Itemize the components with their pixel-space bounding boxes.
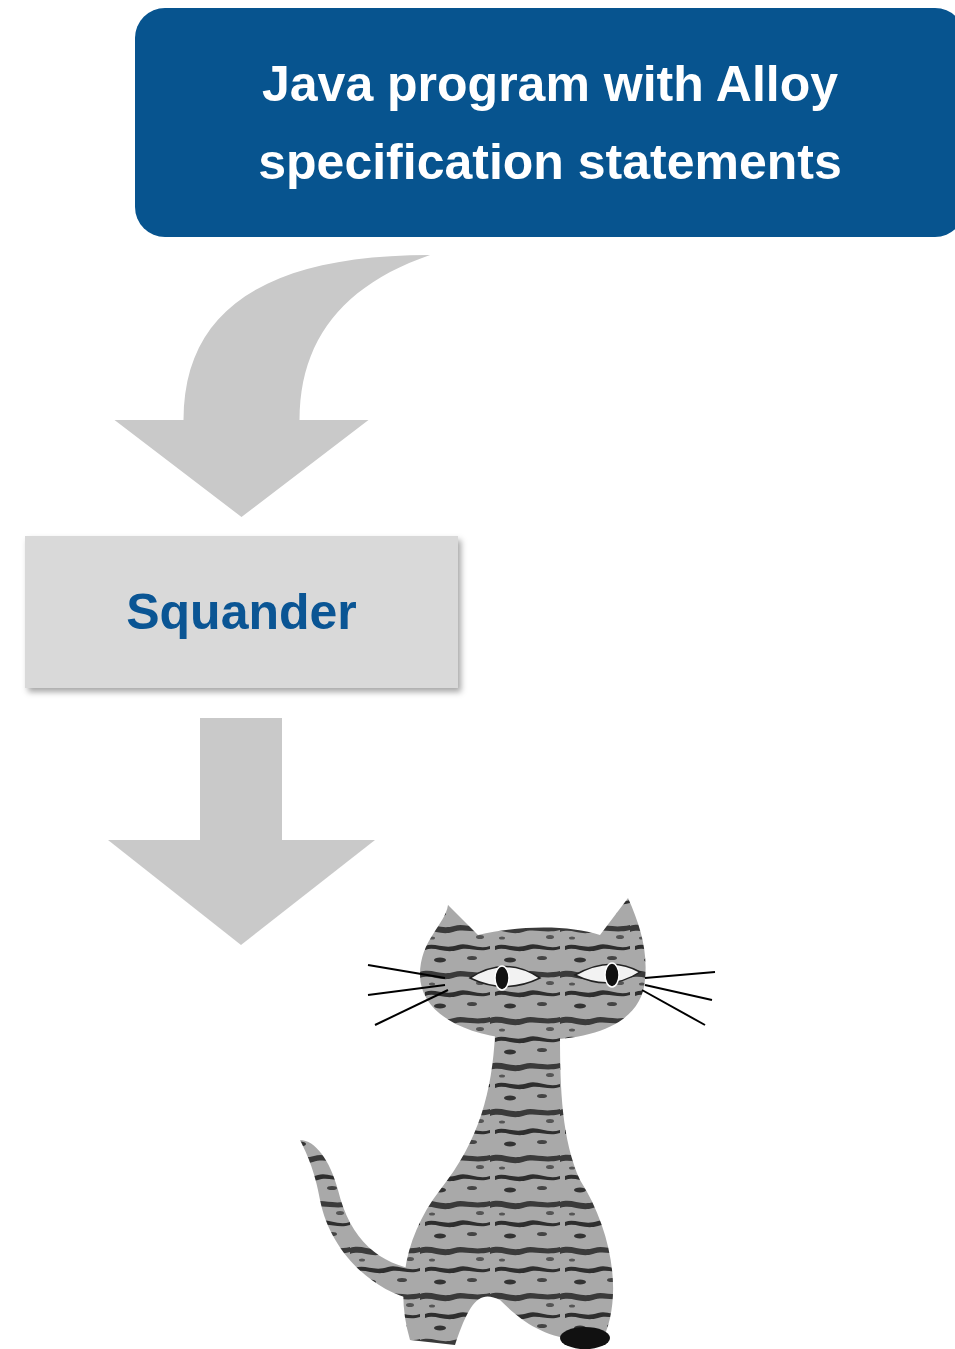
down-arrow [108, 718, 375, 945]
node-label: Java program with Alloy specification st… [195, 45, 905, 201]
node-label: Squander [126, 573, 357, 651]
input-box: Java program with Alloy specification st… [135, 8, 955, 237]
text-group: Squander [126, 573, 357, 651]
curved-arrow [115, 255, 431, 517]
text-group: Java program with Alloy specification st… [195, 45, 905, 201]
tool-box: Squander [25, 536, 458, 688]
cat-illustration [300, 898, 715, 1349]
